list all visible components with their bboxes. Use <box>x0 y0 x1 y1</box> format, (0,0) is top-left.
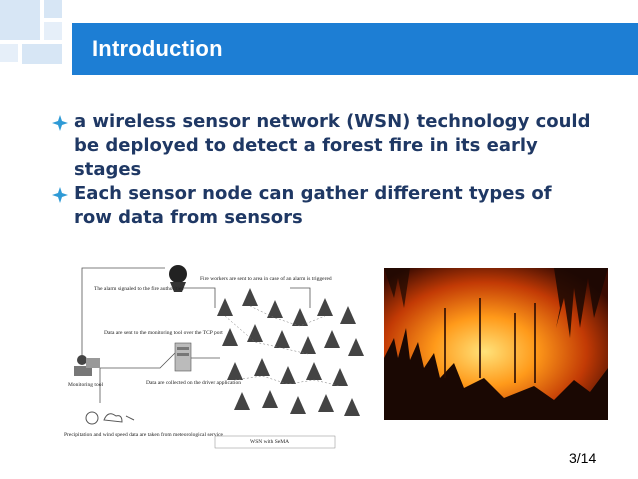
fire-worker-icon <box>169 265 187 292</box>
data-sent-label: Data are sent to the monitoring tool ove… <box>104 330 223 336</box>
monitoring-label: Monitoring tool <box>68 382 103 388</box>
wsn-label: WSN with SeMA <box>250 439 289 445</box>
decor-square <box>0 0 40 40</box>
page-number: 3/14 <box>569 450 597 466</box>
decor-square <box>44 22 62 40</box>
monitoring-tool-icon <box>74 355 100 376</box>
weather-icons <box>85 411 135 425</box>
bullet-text: Each sensor node can gather different ty… <box>74 183 552 228</box>
weather-label: Precipitation and wind speed data are ta… <box>64 431 224 438</box>
wsn-diagram: The alarm signaled to the fire authoriti… <box>64 265 364 449</box>
forest-fire-photo <box>384 268 608 420</box>
diamond-bullet-icon <box>52 187 68 203</box>
decor-square <box>22 44 62 64</box>
diamond-bullet-icon <box>52 115 68 131</box>
forest-trees <box>217 288 364 416</box>
decor-square <box>0 44 18 62</box>
bullet-item: a wireless sensor network (WSN) technolo… <box>52 110 592 182</box>
bullet-list: a wireless sensor network (WSN) technolo… <box>52 110 592 230</box>
server-icon <box>174 342 192 372</box>
alarm-label: The alarm signaled to the fire authoriti… <box>94 285 184 292</box>
bullet-text: a wireless sensor network (WSN) technolo… <box>74 111 591 180</box>
collected-label: Data are collected on the driver applica… <box>146 380 241 386</box>
slide-title: Introduction <box>92 36 223 61</box>
workers-label: Fire workers are sent to area in case of… <box>200 275 332 282</box>
decor-square <box>44 0 62 18</box>
bullet-item: Each sensor node can gather different ty… <box>52 182 592 230</box>
title-bar <box>72 23 638 75</box>
